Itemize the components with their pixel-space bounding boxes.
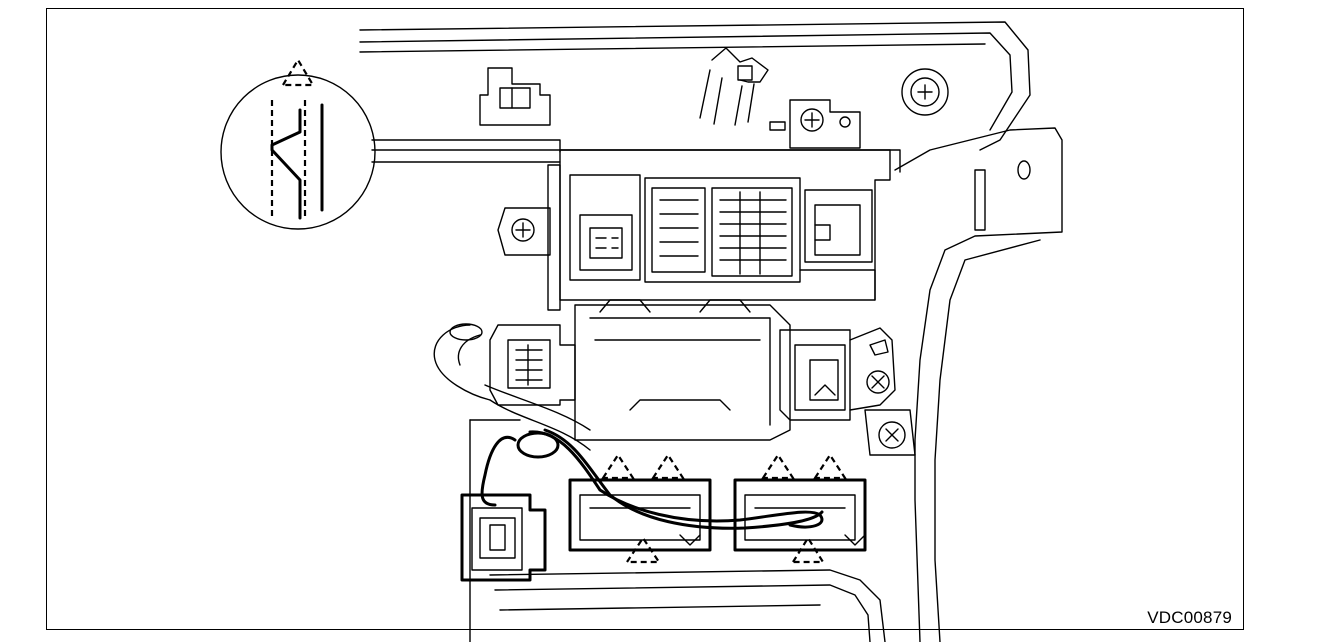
left-side-connector — [489, 324, 576, 406]
right-side-connector — [779, 327, 896, 421]
clip-marker-2 — [650, 452, 686, 480]
upper-clip-center — [699, 47, 769, 126]
base-tray — [469, 419, 886, 642]
relay-box-screw — [497, 207, 551, 256]
clip-marker-3 — [760, 452, 796, 480]
figure-code: VDC00879 — [1147, 608, 1232, 627]
screw-top-right — [901, 68, 949, 116]
clip-marker-6 — [791, 535, 825, 564]
harness-bundle-left — [433, 323, 591, 451]
control-module — [574, 299, 791, 441]
clip-marker-5 — [624, 536, 662, 564]
detail-callout — [220, 57, 376, 230]
right-connector-screw — [866, 339, 890, 394]
dash-panel-outline — [359, 21, 1063, 642]
large-connector — [460, 493, 547, 582]
lower-connector-right — [733, 478, 867, 552]
upper-clip-left — [479, 67, 551, 126]
wiring-harness — [480, 428, 824, 530]
upper-right-bracket — [769, 99, 861, 149]
relay-box — [547, 149, 891, 311]
lower-connector-left — [568, 478, 712, 552]
clip-marker-1 — [600, 452, 636, 480]
lower-right-screw — [864, 409, 916, 456]
right-bracket — [1017, 160, 1031, 180]
clip-marker-4 — [812, 452, 848, 480]
figure-frame — [46, 8, 1244, 630]
